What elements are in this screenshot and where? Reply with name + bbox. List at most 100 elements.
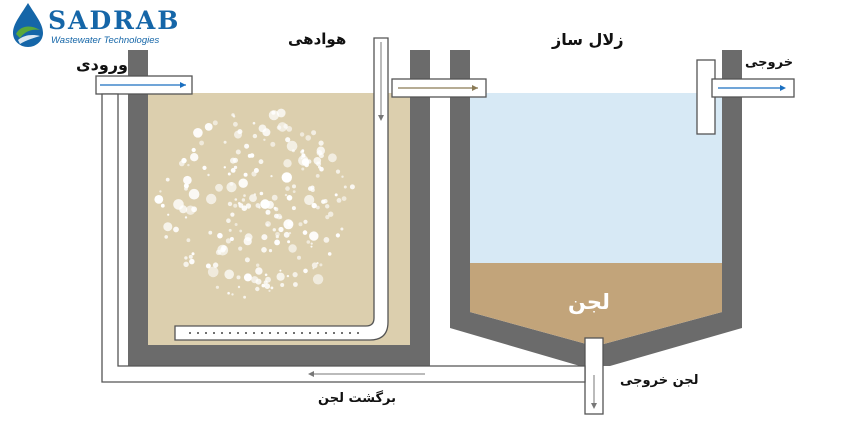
air-bubble: [217, 232, 223, 239]
air-bubble: [328, 211, 334, 217]
air-bubble: [212, 120, 218, 126]
air-bubble: [286, 125, 293, 132]
air-bubble: [160, 203, 165, 208]
air-bubble: [318, 140, 324, 146]
air-bubble: [270, 286, 274, 290]
diffuser-hole: [221, 332, 223, 334]
air-bubble: [232, 157, 238, 163]
air-bubble: [259, 191, 264, 196]
diffuser-hole: [269, 332, 271, 334]
air-bubble: [243, 194, 246, 197]
air-bubble: [319, 263, 323, 267]
air-bubble: [310, 185, 315, 190]
air-bubble: [340, 227, 344, 231]
air-bubble: [215, 285, 219, 289]
air-bubble: [229, 237, 234, 241]
air-bubble: [223, 166, 226, 169]
air-bubble: [255, 286, 260, 292]
air-bubble: [302, 230, 308, 235]
air-bubble: [286, 274, 290, 278]
air-bubble: [270, 175, 273, 178]
air-bubble: [274, 207, 279, 212]
air-bubble: [335, 233, 340, 238]
air-bubble: [207, 266, 219, 278]
air-bubble: [183, 261, 189, 267]
air-bubble: [286, 195, 293, 201]
air-bubble: [199, 140, 205, 146]
air-bubble: [164, 235, 168, 239]
air-bubble: [191, 206, 198, 213]
air-bubble: [268, 110, 279, 121]
air-bubble: [234, 198, 238, 201]
air-bubble: [243, 273, 252, 282]
air-bubble: [191, 252, 195, 256]
air-bubble: [238, 246, 243, 251]
air-bubble: [301, 167, 305, 171]
air-bubble: [286, 140, 298, 152]
diffuser-hole: [213, 332, 215, 334]
air-bubble: [325, 215, 330, 220]
diffuser-hole: [285, 332, 287, 334]
air-bubble: [247, 153, 252, 158]
air-bubble: [255, 203, 261, 208]
diffuser-hole: [189, 332, 191, 334]
air-bubble: [220, 247, 226, 253]
air-bubble: [227, 291, 230, 295]
air-bubble: [298, 155, 309, 166]
air-bubble: [205, 263, 211, 269]
air-bubble: [234, 223, 238, 226]
air-bubble: [188, 188, 200, 200]
diffuser-hole: [317, 332, 319, 334]
air-bubble: [316, 205, 320, 210]
air-bubble: [187, 163, 190, 167]
air-bubble: [325, 204, 330, 209]
air-bubble: [285, 186, 290, 191]
air-bubble: [315, 174, 320, 178]
air-bubble: [312, 267, 315, 270]
air-bubble: [258, 159, 264, 165]
air-bubble: [181, 157, 187, 164]
air-bubble: [215, 183, 223, 192]
air-bubble: [173, 226, 179, 233]
air-bubble: [163, 222, 173, 232]
sadrab-logo-icon: [13, 3, 43, 47]
air-bubble: [276, 108, 286, 118]
air-bubble: [239, 229, 243, 233]
air-bubble: [233, 165, 238, 170]
air-bubble: [207, 173, 210, 177]
air-bubble: [277, 122, 288, 132]
air-bubble: [186, 238, 191, 243]
diffuser-hole: [309, 332, 311, 334]
air-bubble: [285, 137, 291, 143]
air-bubble: [270, 141, 276, 147]
outlet-label: خروجی: [745, 55, 794, 70]
air-bubble: [245, 203, 252, 209]
brand-tagline: Wastewater Technologies: [51, 35, 160, 46]
air-bubble: [244, 143, 250, 149]
air-bubble: [343, 185, 347, 189]
air-bubble: [272, 228, 276, 232]
air-bubble: [233, 121, 238, 127]
air-bubble: [264, 201, 269, 206]
air-bubble: [183, 175, 192, 185]
air-bubble: [202, 165, 207, 170]
air-bubble: [266, 223, 269, 227]
air-bubble: [243, 237, 252, 246]
air-bubble: [167, 213, 170, 216]
diffuser-holes: [189, 332, 359, 334]
air-bubble: [243, 295, 247, 299]
air-bubble: [244, 257, 250, 263]
air-bubble: [287, 240, 291, 244]
air-bubble: [208, 230, 213, 235]
air-bubble: [311, 202, 317, 209]
air-bubble: [226, 182, 237, 193]
diffuser-hole: [261, 332, 263, 334]
clarifier-label: زلال ساز: [552, 30, 624, 49]
aeration-label: هوادهی: [288, 30, 347, 48]
air-bubble: [268, 289, 271, 292]
air-bubble: [230, 212, 235, 217]
air-bubble: [237, 285, 241, 289]
air-bubble: [292, 190, 296, 194]
air-bubble: [336, 198, 342, 203]
air-bubble: [255, 278, 262, 285]
